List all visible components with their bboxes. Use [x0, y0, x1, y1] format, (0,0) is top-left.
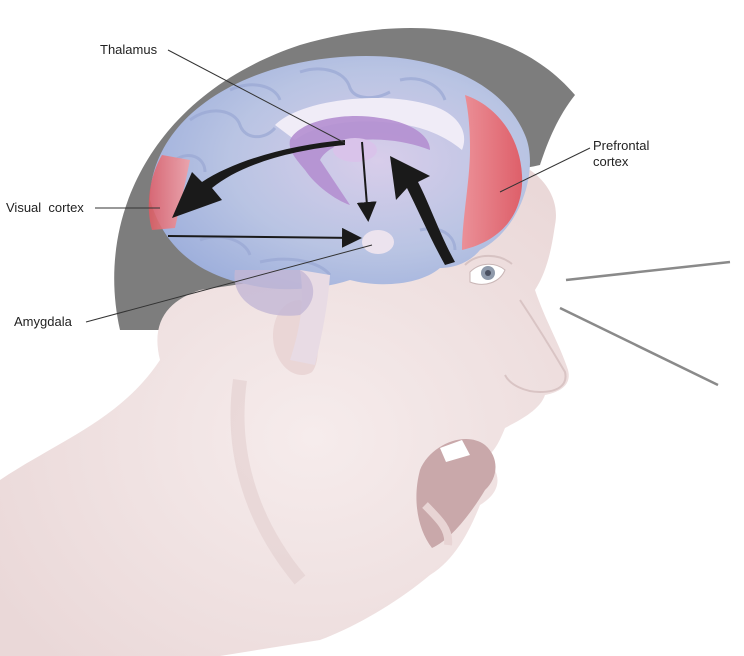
jaw-shading [230, 379, 306, 585]
leader-prefrontal [499, 147, 591, 193]
corpus-callosum [275, 97, 465, 150]
arrow-thalamus-to-visual-cortex [172, 140, 345, 218]
visual-cortex-region [148, 155, 190, 230]
scream-lines [559, 260, 731, 387]
limbic-system [289, 116, 430, 205]
label-prefrontal-line2: cortex [593, 154, 629, 169]
open-mouth [416, 439, 496, 548]
leader-lines [85, 49, 591, 323]
arrow-to-thalamus-from-front [390, 156, 455, 265]
prefrontal-cortex-region [462, 95, 523, 250]
scream-line-upper [565, 260, 731, 282]
cerebellum [234, 270, 314, 316]
leader-thalamus [167, 49, 346, 144]
brainstem [290, 270, 330, 365]
eye [464, 254, 513, 285]
label-thalamus: Thalamus [100, 42, 158, 57]
label-prefrontal-cortex: Prefrontal cortex [593, 138, 649, 170]
amygdala-region [362, 230, 394, 254]
scream-line-lower [559, 306, 719, 387]
arrow-visual-cortex-to-amygdala [167, 227, 362, 248]
arrow-thalamus-to-amygdala [356, 141, 377, 222]
nose [504, 299, 567, 394]
label-prefrontal-line1: Prefrontal [593, 138, 650, 153]
label-visual-cortex: Visual cortex [6, 200, 84, 215]
label-amygdala: Amygdala [14, 314, 72, 329]
leader-amygdala [85, 244, 373, 323]
